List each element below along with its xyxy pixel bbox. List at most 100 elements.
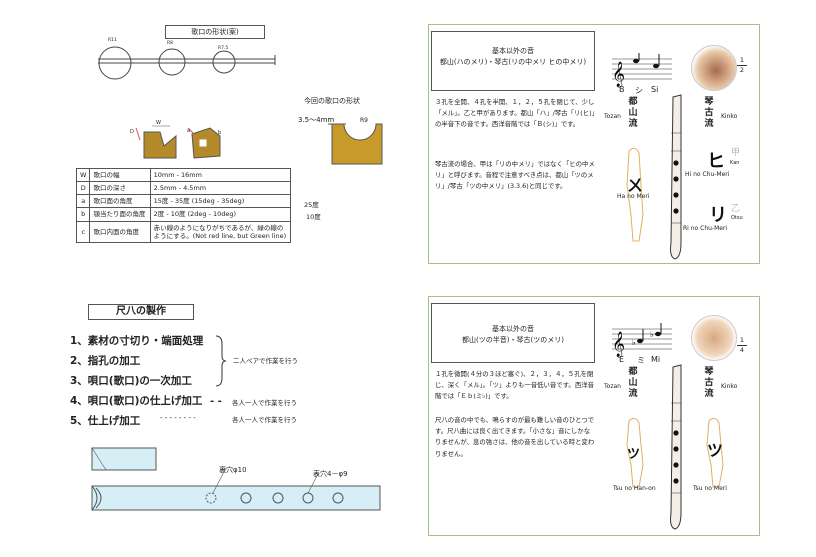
table-row: D 歌口の深さ 2.5mm - 4.5mm [75, 181, 292, 196]
diagram-label-c: c [203, 140, 206, 146]
diagram-label-a: a [187, 128, 191, 134]
panel-text-1: ３孔を全開、４孔を半開、１，２，５孔を閉じて、少し「メル」。乙と甲があります。都… [435, 98, 595, 129]
step-4-dash: - - [210, 396, 222, 407]
hi-no-chu-meri-glyph: ヒ [707, 151, 725, 172]
spec-name: 歌口面の角度 [89, 194, 151, 209]
kinko-label: Kinko [721, 113, 738, 120]
tsu-no-meri-name: Tsu no Meri [693, 485, 727, 492]
shakuhachi-icon [670, 364, 682, 530]
diagram-label-w: W [156, 120, 161, 126]
kinko-ryu-char-3: 流 [704, 389, 714, 399]
note-si: Si [651, 85, 659, 94]
ri-no-chu-meri-glyph: リ [709, 205, 727, 226]
fraction-numerator: 1 [739, 56, 745, 64]
tsu-no-han-on-glyph: ツ [627, 447, 641, 462]
spec-key: D [75, 181, 91, 196]
spec-value: 2.5mm - 4.5mm [149, 181, 292, 196]
back-hole-label: 裏穴φ10 [219, 466, 247, 474]
tozan-ryu-char-3: 流 [628, 389, 638, 399]
single-work-note-1: 各人一人で作業を行う [232, 399, 297, 407]
circle-label-r75: R7.5 [218, 46, 229, 51]
step-5: 5、仕上げ加工 [70, 415, 141, 427]
note-b: B [619, 85, 625, 94]
tozan-label: Tozan [604, 383, 621, 390]
ha-no-meri-name: Ha no Meri [617, 193, 650, 200]
circle-shapes-diagram [98, 46, 276, 80]
kinko-ryu-char-3: 流 [704, 119, 714, 129]
spec-name: 歌口の幅 [89, 167, 151, 183]
note-shi: シ [635, 86, 643, 95]
kinko-ryu-char-1: 琴 [704, 367, 714, 377]
note-e: E [619, 355, 625, 364]
step-2: 2、指孔の加工 [70, 355, 141, 367]
panel-title-box: 基本以外の音 都山(ツの半音)・琴古(ツのメリ) [431, 303, 595, 363]
circle-label-r11: R11 [108, 38, 117, 43]
note-mi-latin: Mi [651, 355, 661, 364]
panel-subtitle: 都山(ツの半音)・琴古(ツのメリ) [462, 335, 564, 344]
kinko-label: Kinko [721, 383, 738, 390]
diagram-label-d: D [130, 129, 134, 135]
front-hole-label: 表穴4－φ9 [313, 470, 348, 478]
utaguchi-shape-title: 歌口の形状(案) [165, 25, 265, 39]
table-row: W 歌口の幅 10mm - 16mm [75, 167, 292, 183]
pair-work-note: 二人ペアで作業を行う [233, 357, 298, 365]
spec-value: 15度 - 35度 (15deg - 35deg) [149, 194, 292, 209]
diagram-label-b: b [218, 130, 222, 136]
kan-glyph: 甲 [731, 148, 741, 158]
panel-subtitle: 都山(ハのメリ)・琴古(リの中メリ ヒの中メリ) [439, 57, 587, 66]
hi-no-chu-meri-name: Hi no Chu-Meri [685, 171, 730, 178]
panel-tsu-no-meri: 基本以外の音 都山(ツの半音)・琴古(ツのメリ) １孔を微開(４分の３ほど塞ぐ)… [428, 296, 760, 536]
tsu-no-meri-glyph: ツ [707, 441, 724, 460]
hand-figure-icon [626, 417, 644, 488]
spec-name: 歌口の深さ [89, 181, 151, 196]
spec-key: W [75, 167, 91, 183]
svg-text:♭: ♭ [632, 338, 636, 347]
step-4: 4、唄口(歌口)の仕上げ加工 [70, 395, 203, 407]
panel-title-box: 基本以外の音 都山(ハのメリ)・琴古(リの中メリ ヒの中メリ) [431, 31, 595, 91]
shakuhachi-icon [670, 94, 682, 260]
fraction-denominator: 2 [739, 65, 745, 74]
utaguchi-spec-table: W 歌口の幅 10mm - 16mm D 歌口の深さ 2.5mm - 4.5mm… [75, 167, 292, 243]
panel-title: 基本以外の音 [492, 325, 534, 333]
tozan-ryu-char-2: 山 [628, 378, 638, 388]
ri-no-chu-meri-name: Ri no Chu-Meri [683, 225, 728, 232]
spec-name: 歌口内面の角度 [89, 220, 151, 243]
otsu-glyph: 乙 [731, 204, 741, 214]
svg-text:𝄞: 𝄞 [612, 331, 625, 357]
circle-label-r8: R8 [167, 41, 173, 46]
spec-key: b [75, 207, 91, 222]
current-utaguchi-title: 今回の歌口の形状 [304, 97, 360, 105]
kinko-ryu-char-2: 古 [704, 378, 714, 388]
hand-figure-icon-right [706, 417, 724, 488]
spec-extra-a: 25度 [304, 201, 319, 209]
current-width-label: 3.5～4mm [298, 116, 335, 124]
step-3: 3、唄口(歌口)の一次加工 [70, 375, 192, 387]
spec-value: 2度 - 10度 (2deg - 10deg) [149, 207, 292, 222]
spec-key: c [75, 220, 91, 243]
fingering-photo [691, 45, 737, 91]
panel-ha-no-meri: 基本以外の音 都山(ハのメリ)・琴古(リの中メリ ヒの中メリ) ３孔を全開、４孔… [428, 24, 760, 264]
spec-extra-b: 10度 [306, 213, 321, 221]
current-utaguchi-diagram [328, 123, 383, 165]
ha-no-meri-glyph: ㄨ [627, 176, 644, 195]
tozan-ryu-char-2: 山 [628, 108, 638, 118]
hand-figure-icon [626, 147, 644, 242]
tozan-label: Tozan [604, 113, 621, 120]
kinko-ryu-char-1: 琴 [704, 97, 714, 107]
svg-text:♭: ♭ [650, 330, 654, 339]
kinko-ryu-char-2: 古 [704, 108, 714, 118]
making-title: 尺八の製作 [88, 304, 194, 320]
table-row: c 歌口内面の角度 赤い線のようになりがちであるが、緑の線のようにする。(Not… [75, 220, 292, 243]
note-mi: ミ [637, 356, 645, 365]
fingering-photo [691, 315, 737, 361]
tozan-ryu-char-3: 流 [628, 119, 638, 129]
panel-text-1: １孔を微開(４分の３ほど塞ぐ)、２，３，４，５孔を閉じ、深く「メル」。「ツ」より… [435, 370, 594, 401]
otsu-label: Otsu [731, 215, 743, 221]
staff-notation: 𝄞 [612, 53, 672, 87]
spec-name: 顎当たり面の角度 [89, 207, 151, 222]
fraction-numerator: 1 [739, 336, 745, 344]
spec-key: a [75, 194, 91, 209]
panel-title: 基本以外の音 [492, 47, 534, 55]
tozan-ryu-char-1: 都 [628, 97, 638, 107]
